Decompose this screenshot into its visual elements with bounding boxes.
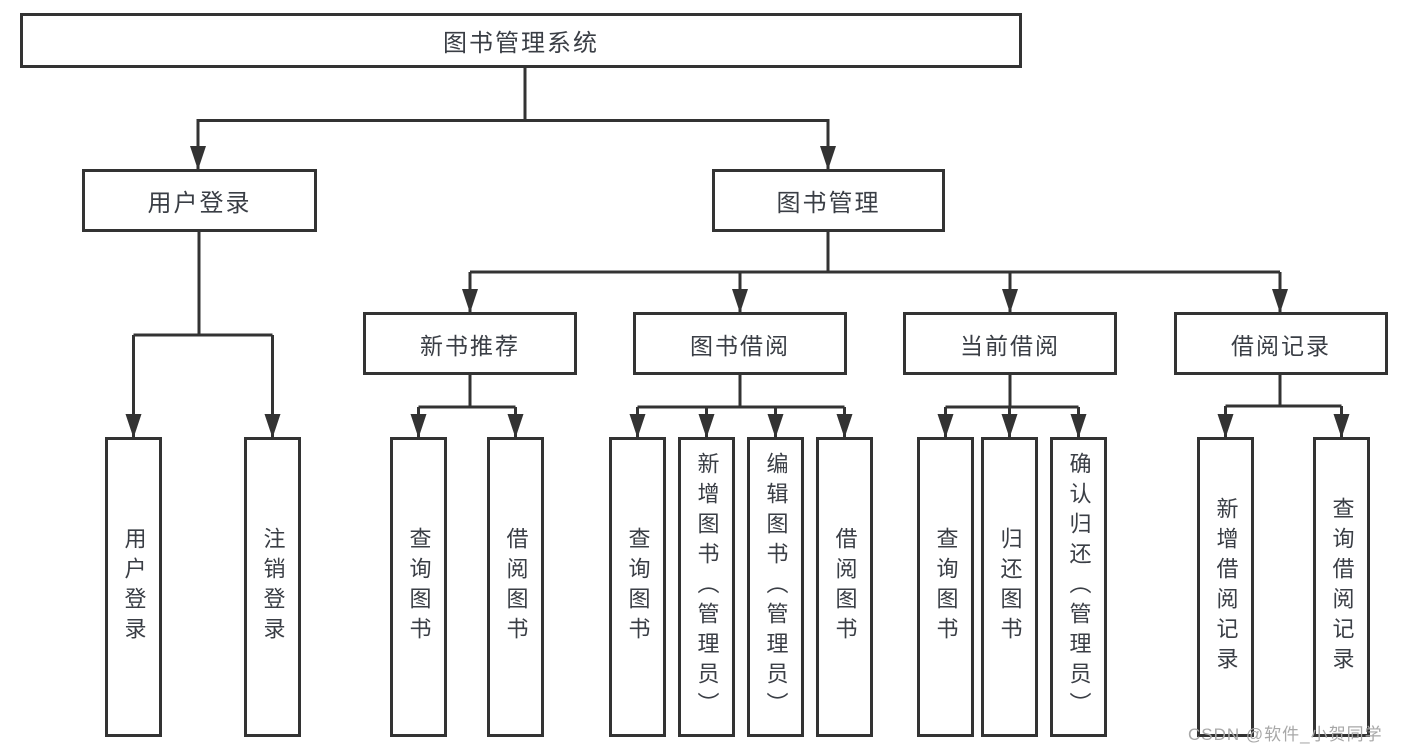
connector-new-book-recommendation-to-leaves	[410, 375, 524, 438]
connector-book-management-to-level2	[462, 232, 1288, 313]
leaf-edit-book-admin: 编辑图书（管理员）	[747, 437, 804, 737]
csdn-watermark: CSDN @软件_小贺同学	[1188, 725, 1383, 744]
node-book-management: 图书管理	[712, 169, 945, 232]
connector-book-borrowing-to-leaves	[629, 375, 853, 438]
leaf-query-books-current: 查询图书	[917, 437, 974, 737]
node-current-borrowing: 当前借阅	[903, 312, 1117, 375]
node-new-book-recommendation: 新书推荐	[363, 312, 577, 375]
leaf-logout: 注销登录	[244, 437, 301, 737]
connector-current-borrowing-to-leaves	[937, 375, 1087, 438]
connector-user-login-to-leaves	[125, 232, 281, 438]
leaf-return-books: 归还图书	[981, 437, 1038, 737]
node-user-login: 用户登录	[82, 169, 317, 232]
connector-root-to-level1	[190, 68, 836, 170]
node-borrowing-records: 借阅记录	[1174, 312, 1388, 375]
leaf-query-books-recommendation: 查询图书	[390, 437, 447, 737]
node-book-borrowing: 图书借阅	[633, 312, 847, 375]
leaf-borrow-books-recommendation: 借阅图书	[487, 437, 544, 737]
node-library-management-system: 图书管理系统	[20, 13, 1022, 68]
leaf-borrow-books-borrowing: 借阅图书	[816, 437, 873, 737]
leaf-confirm-return-admin: 确认归还（管理员）	[1050, 437, 1107, 737]
connector-borrowing-records-to-leaves	[1217, 375, 1350, 438]
leaf-query-books-borrowing: 查询图书	[609, 437, 666, 737]
leaf-add-book-admin: 新增图书（管理员）	[678, 437, 735, 737]
leaf-user-login: 用户登录	[105, 437, 162, 737]
leaf-add-borrowing-record: 新增借阅记录	[1197, 437, 1254, 737]
leaf-query-borrowing-record: 查询借阅记录	[1313, 437, 1370, 737]
